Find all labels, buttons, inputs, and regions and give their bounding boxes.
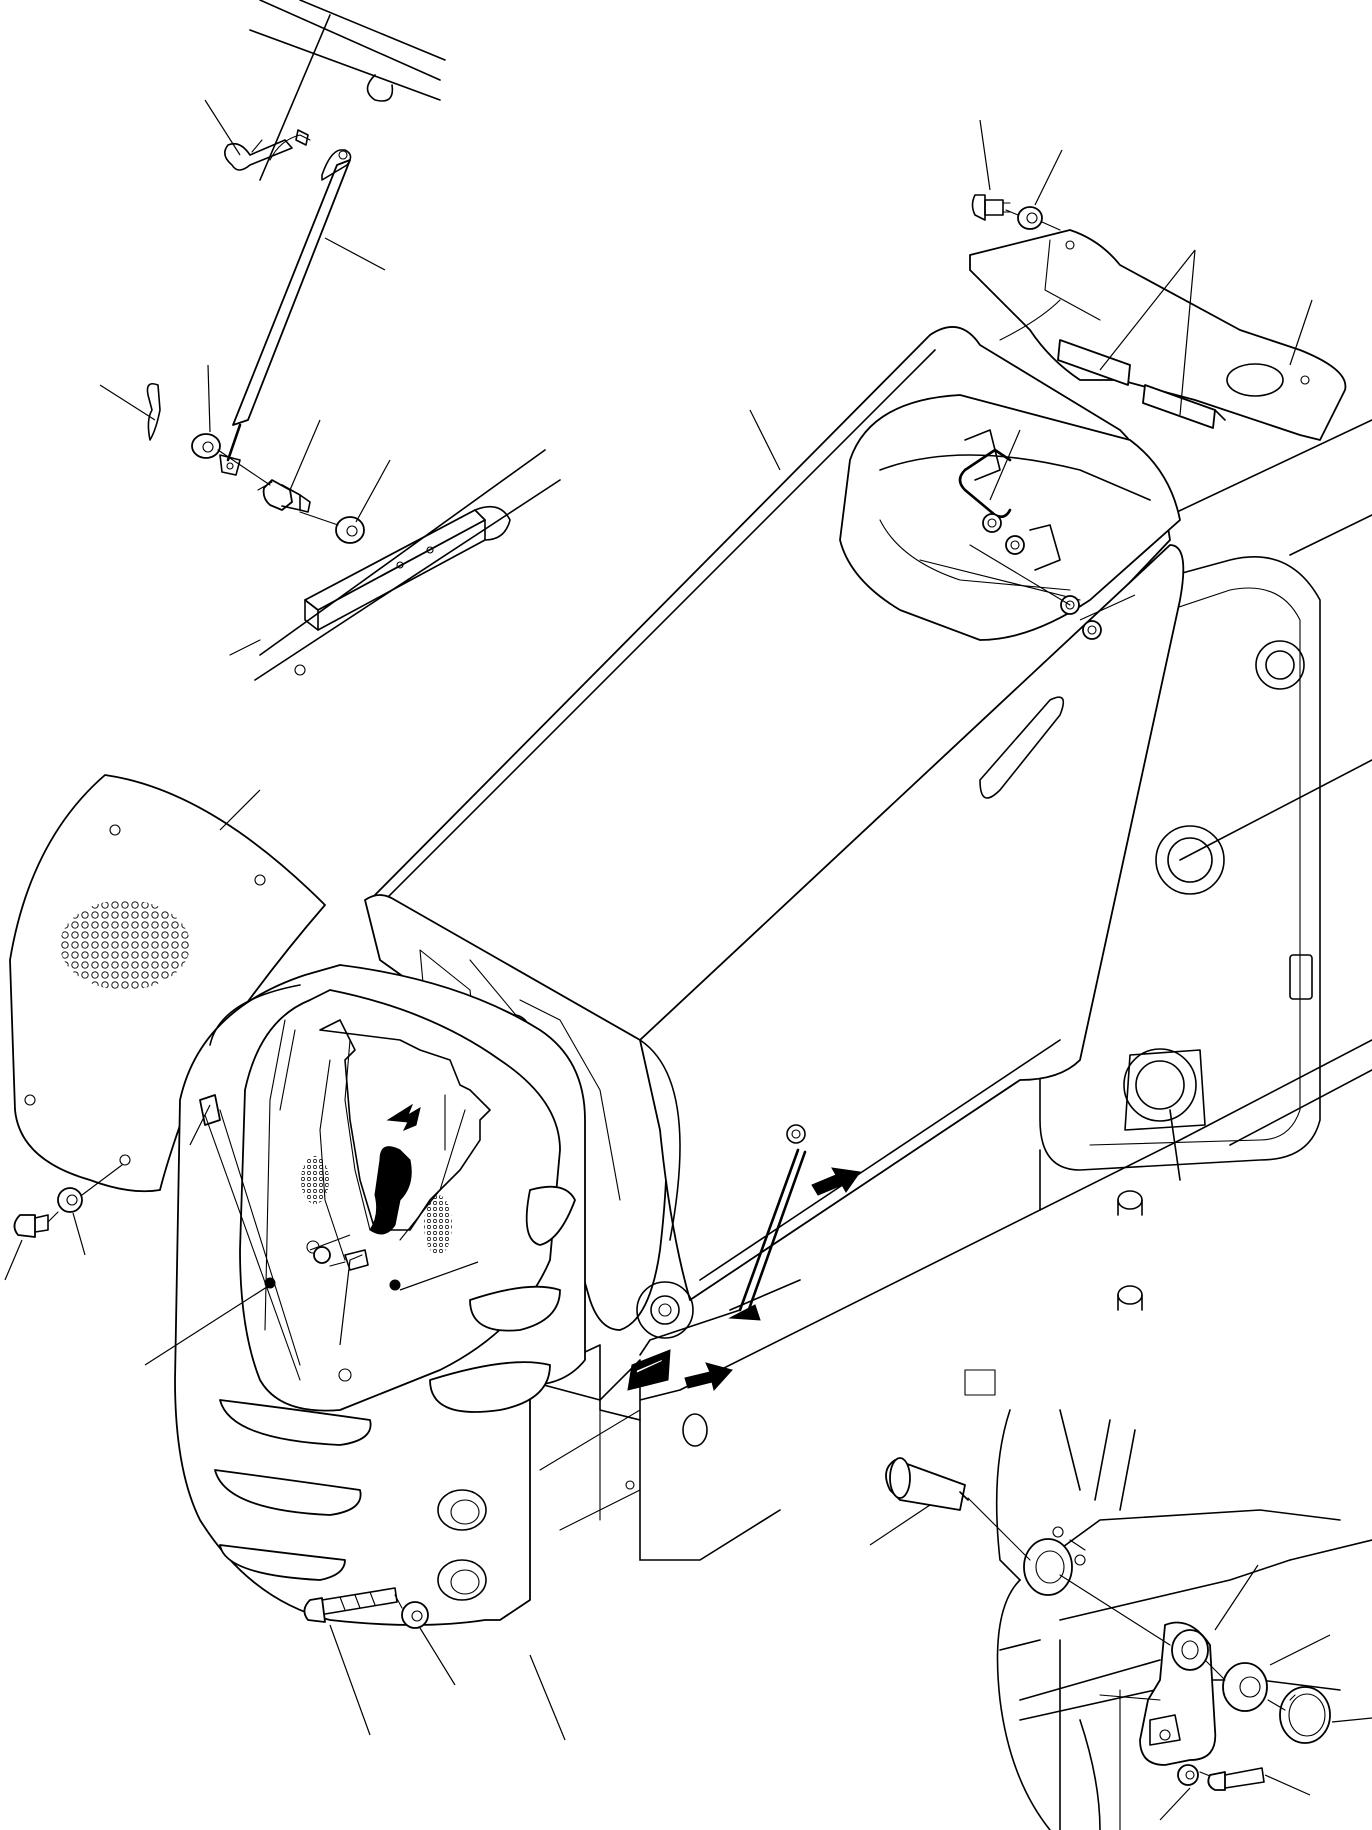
top-cover-plate xyxy=(969,229,1347,441)
support-bracket xyxy=(249,0,446,181)
link-bolt xyxy=(1207,1767,1265,1791)
grille-screw xyxy=(313,1246,369,1271)
arrow-marker-rod xyxy=(811,1167,861,1196)
u-bolt-nuts xyxy=(982,513,1102,640)
ball-stud xyxy=(257,479,311,513)
snap-ring xyxy=(1279,1686,1331,1744)
cross-member xyxy=(229,449,561,681)
link-plate xyxy=(1099,1621,1217,1766)
callout-leaders xyxy=(4,99,1372,1821)
retaining-clip-lower xyxy=(146,382,161,441)
grille-bolt xyxy=(303,1587,398,1623)
cover-plate-washer xyxy=(1017,206,1043,230)
cover-plate-bolt xyxy=(971,194,1011,221)
perforated-side-panel xyxy=(9,774,326,1193)
grille-washer xyxy=(401,1601,429,1629)
panel-bolt xyxy=(13,1214,49,1238)
gas-strut xyxy=(219,149,352,476)
arrow-marker-lower xyxy=(684,1362,733,1392)
strut-washer-left xyxy=(191,433,221,459)
chassis-frame xyxy=(639,419,1372,1401)
black-tab-marker xyxy=(627,1349,671,1391)
assembly-lines xyxy=(47,139,1286,1777)
retaining-clip-upper xyxy=(224,129,309,171)
front-grille xyxy=(174,964,586,1626)
link-washer xyxy=(1177,1764,1199,1786)
boom-assembly xyxy=(364,326,1185,1339)
strut-washer-right xyxy=(335,516,365,544)
panel-washer xyxy=(57,1187,83,1213)
spacer-ring xyxy=(1222,1662,1268,1712)
pin-mount-frame xyxy=(995,1409,1372,1830)
support-rod xyxy=(639,1124,807,1356)
pivot-pin xyxy=(885,1457,969,1511)
arrow-marker-top xyxy=(386,1103,421,1131)
